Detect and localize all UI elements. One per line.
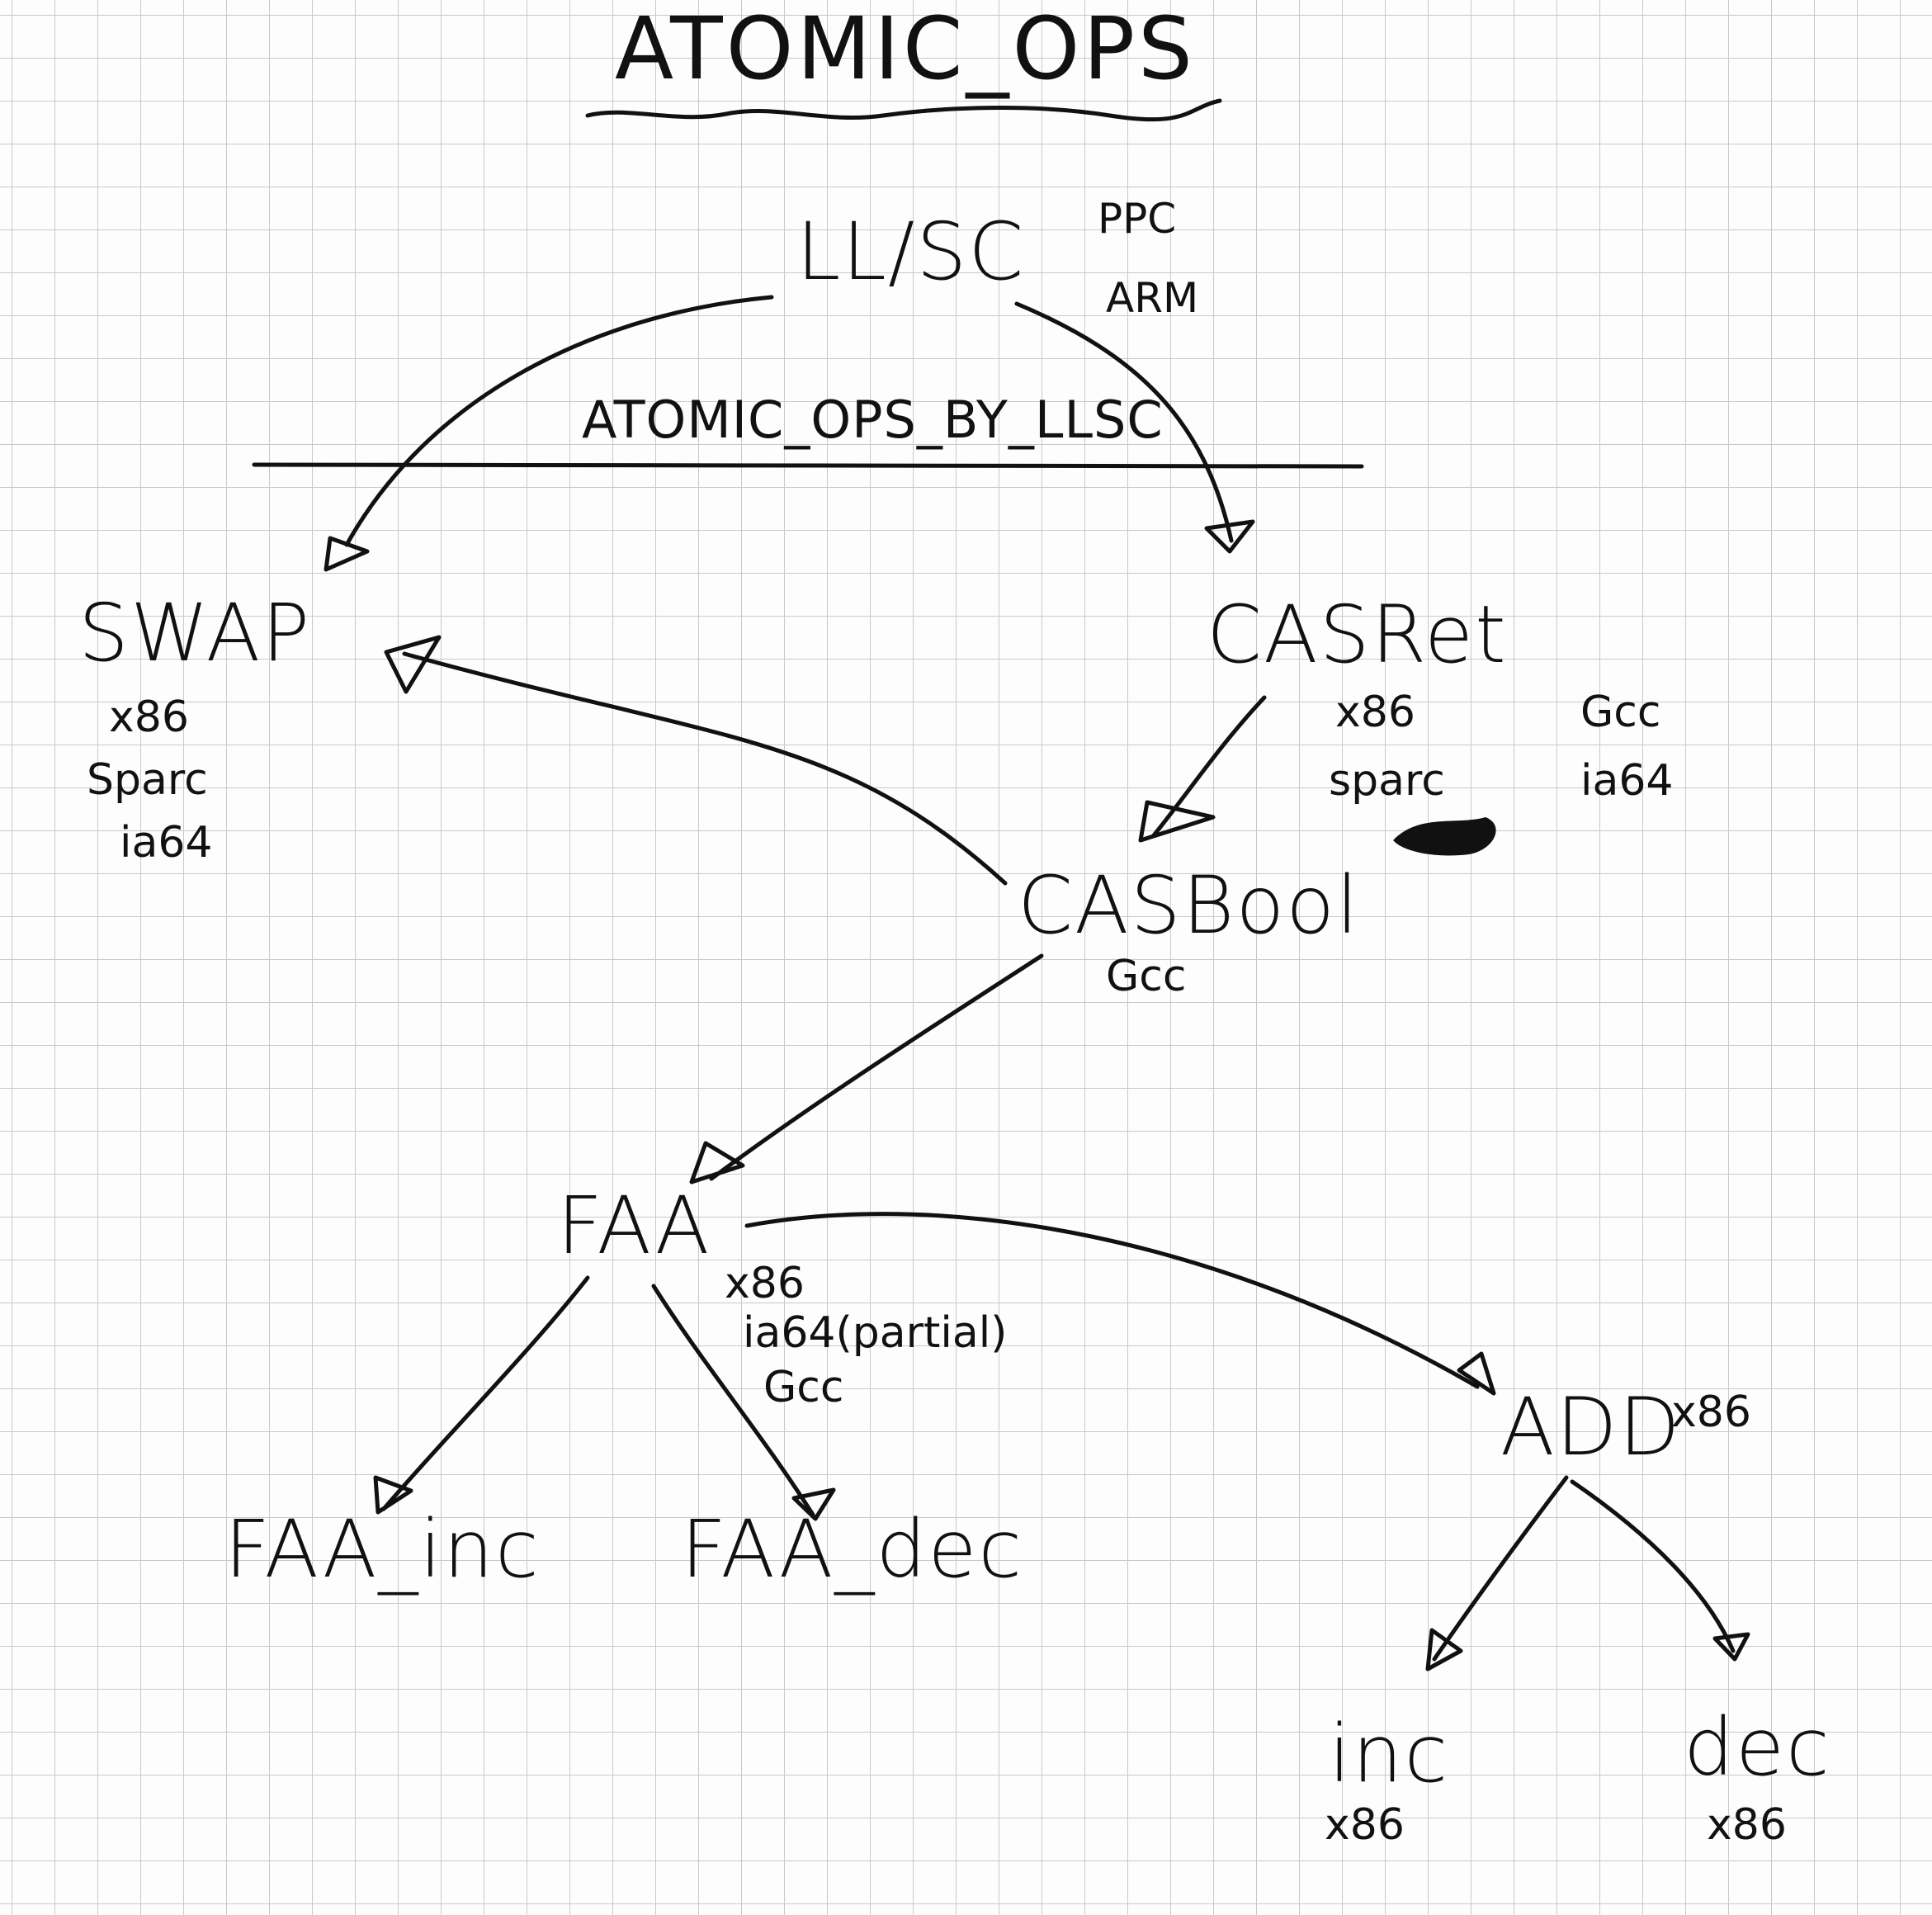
note-casret-x86: x86	[1335, 688, 1415, 737]
note-faa-gcc: Gcc	[763, 1363, 843, 1412]
edge-llsc-to-casret	[1014, 301, 1234, 543]
arrowhead-casret-from-llsc	[1204, 519, 1255, 554]
note-llsc-ppc: PPC	[1098, 195, 1176, 243]
scribble-mark	[1393, 817, 1496, 856]
node-llsc: LL/SC	[796, 206, 1025, 298]
edge-faa-to-faa-inc	[381, 1275, 590, 1511]
edge-add-to-inc	[1432, 1475, 1569, 1662]
note-casret-ia64: ia64	[1580, 756, 1673, 806]
note-casret-sparc: sparc	[1329, 756, 1445, 806]
node-dec: dec	[1684, 1701, 1831, 1794]
note-swap-ia64: ia64	[120, 818, 212, 868]
edge-add-to-dec	[1570, 1479, 1736, 1653]
title-underline	[585, 98, 1222, 122]
node-faa-inc: FAA_inc	[224, 1503, 541, 1596]
note-casret-gcc: Gcc	[1580, 688, 1660, 737]
note-dec-x86: x86	[1707, 1800, 1787, 1850]
note-casbool-gcc: Gcc	[1106, 952, 1186, 1001]
arrowhead-add-from-faa	[1457, 1351, 1496, 1396]
note-swap-x86: x86	[109, 693, 189, 742]
edge-faa-to-faa-dec	[651, 1284, 815, 1517]
note-faa-x86: x86	[725, 1259, 805, 1308]
arrowhead-dec	[1712, 1632, 1750, 1662]
note-llsc-arm: ARM	[1106, 274, 1198, 322]
arrowhead-swap-from-casbool	[384, 635, 442, 694]
arrowhead-inc	[1425, 1628, 1463, 1671]
node-faa: FAA	[557, 1180, 711, 1272]
node-add: ADD	[1500, 1381, 1682, 1473]
edge-llsc-to-swap	[344, 295, 774, 547]
arrowhead-swap-from-llsc	[324, 536, 370, 572]
arrowhead-faa-from-casbool	[689, 1141, 745, 1184]
node-casret: CASRet	[1207, 589, 1508, 681]
edge-casret-to-casbool	[1151, 695, 1267, 838]
note-add-x86: x86	[1671, 1388, 1751, 1437]
arrowhead-casbool-from-casret	[1138, 800, 1216, 843]
edge-casbool-to-faa	[709, 953, 1044, 1181]
note-swap-sparc: Sparc	[87, 755, 208, 805]
node-casbool: CASBool	[1018, 859, 1360, 952]
note-faa-ia64: ia64(partial)	[743, 1308, 1007, 1358]
note-inc-x86: x86	[1325, 1800, 1405, 1850]
node-faa-dec: FAA_dec	[681, 1503, 1023, 1596]
page-title: ATOMIC_OPS	[615, 0, 1196, 99]
node-swap: SWAP	[78, 587, 311, 679]
edge-casbool-to-swap	[402, 651, 1008, 886]
edge-faa-to-add	[744, 1212, 1480, 1389]
arrowhead-faa-inc	[373, 1475, 413, 1515]
arrowhead-faa-dec	[791, 1487, 836, 1521]
boundary-label: ATOMIC_OPS_BY_LLSC	[582, 390, 1164, 450]
boundary-line	[252, 462, 1364, 469]
node-inc: inc	[1329, 1708, 1449, 1800]
